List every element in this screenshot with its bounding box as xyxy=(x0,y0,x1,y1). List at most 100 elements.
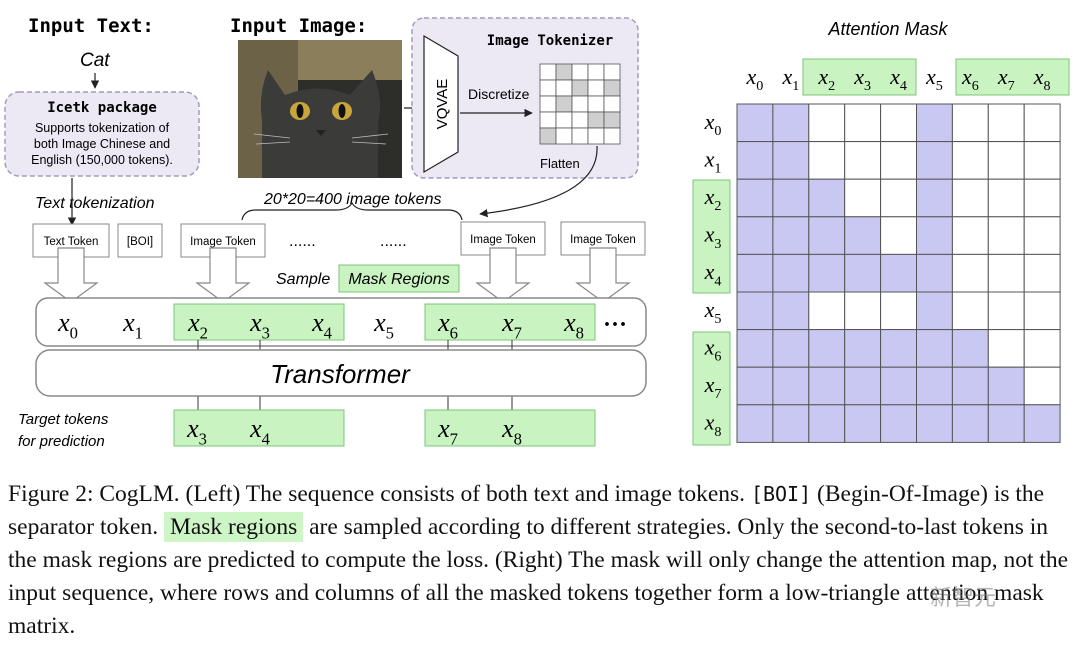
target-token: x3 xyxy=(186,414,207,448)
tokenizer-cell xyxy=(539,63,557,81)
token-box-label: Image Token xyxy=(470,234,536,246)
mask-cell xyxy=(880,216,917,255)
mask-cell xyxy=(951,291,989,331)
token-base: x xyxy=(925,64,936,89)
tokenizer-cell xyxy=(555,111,573,129)
mask-cell xyxy=(987,404,1025,443)
mask-cell xyxy=(1023,141,1061,180)
mask-cell xyxy=(772,103,810,143)
mask-region-2 xyxy=(424,303,596,341)
mask-cell xyxy=(772,141,810,180)
icetk-line-1: Supports tokenization of xyxy=(35,121,170,135)
token-base: x xyxy=(437,308,450,337)
sequence-token: x0 xyxy=(57,308,78,342)
row-label: x3 xyxy=(704,222,722,252)
mask-cell xyxy=(916,103,953,143)
vqvae-label: VQVAE xyxy=(434,79,451,130)
attention-mask-grid xyxy=(736,103,1061,443)
token-base: x xyxy=(746,64,757,89)
token-subscript: 7 xyxy=(450,429,458,448)
mask-cell xyxy=(1023,404,1061,443)
image-tokenizer-title: Image Tokenizer xyxy=(487,33,613,49)
mask-cell xyxy=(987,216,1025,255)
mask-cell xyxy=(844,366,882,406)
token-subscript: 2 xyxy=(828,78,835,94)
token-box-boi: [BOI] xyxy=(117,223,163,258)
tokenizer-cell xyxy=(539,95,557,113)
mask-cell xyxy=(916,366,953,406)
tokenizer-cell xyxy=(555,95,573,113)
target-label-line-1: Target tokens xyxy=(18,411,109,428)
target-label-line-2: for prediction xyxy=(18,433,105,450)
caption-highlight: Mask regions xyxy=(163,512,304,542)
token-subscript: 8 xyxy=(1044,78,1051,94)
mask-cell xyxy=(880,366,917,406)
flatten-label: Flatten xyxy=(540,156,580,171)
token-subscript: 5 xyxy=(386,323,394,342)
discrete-token-grid xyxy=(539,63,621,145)
col-mask-group-2 xyxy=(955,58,1070,96)
token-base: x xyxy=(1033,64,1044,89)
dots-1: ...... xyxy=(289,233,316,250)
mask-region-1 xyxy=(173,303,345,341)
mask-cell xyxy=(844,216,882,255)
mask-cell xyxy=(772,178,810,218)
mask-cell xyxy=(808,404,846,443)
tokenizer-cell xyxy=(603,111,621,129)
column-label: x8 xyxy=(1033,64,1051,94)
token-base: x xyxy=(704,297,715,322)
tokenizer-cell xyxy=(571,111,589,129)
tokenizer-cell xyxy=(587,127,605,145)
target-token: x4 xyxy=(249,414,271,448)
token-subscript: 4 xyxy=(324,323,333,342)
token-base: x xyxy=(122,308,135,337)
row-mask-group-1 xyxy=(692,179,731,294)
mask-cell xyxy=(951,329,989,368)
token-subscript: 4 xyxy=(262,429,271,448)
col-mask-group-1 xyxy=(802,58,917,96)
sample-label: Sample xyxy=(276,271,330,288)
mask-cell xyxy=(951,103,989,143)
mask-cell xyxy=(916,178,953,218)
token-subscript: 6 xyxy=(450,323,458,342)
token-base: x xyxy=(563,308,576,337)
mask-cell xyxy=(1023,291,1061,331)
token-base: x xyxy=(704,259,715,284)
mask-cell xyxy=(808,141,846,180)
sequence-token: x4 xyxy=(311,308,333,342)
mask-cell xyxy=(987,366,1025,406)
mask-cell xyxy=(736,103,774,143)
mask-cell xyxy=(951,253,989,293)
mask-cell xyxy=(808,178,846,218)
target-token: x7 xyxy=(437,414,458,448)
mask-cell xyxy=(844,103,882,143)
sequence-token: x6 xyxy=(437,308,458,342)
icetk-title: Icetk package xyxy=(47,100,157,116)
token-subscript: 3 xyxy=(714,236,721,252)
sequence-token: x1 xyxy=(122,308,143,342)
tokenizer-cell xyxy=(571,95,589,113)
row-label: x5 xyxy=(704,297,722,327)
mask-cell xyxy=(880,404,917,443)
tokenizer-cell xyxy=(603,127,621,145)
column-label: x4 xyxy=(889,64,907,94)
tokenizer-cell xyxy=(555,79,573,97)
mask-cell xyxy=(808,291,846,331)
token-subscript: 6 xyxy=(972,78,979,94)
column-label: x2 xyxy=(817,64,835,94)
sequence-token: x7 xyxy=(501,308,522,342)
mask-cell xyxy=(736,329,774,368)
tokenizer-cell xyxy=(555,127,573,145)
tokenizer-cell xyxy=(587,95,605,113)
tokenizer-cell xyxy=(555,63,573,81)
cogLM-diagram: Input Text: Cat Icetk package Supports t… xyxy=(4,15,1070,450)
column-label: x7 xyxy=(997,64,1015,94)
input-text-title: Input Text: xyxy=(28,15,154,37)
caption-code: [BOI] xyxy=(750,482,812,506)
input-image-title: Input Image: xyxy=(230,15,367,37)
mask-cell xyxy=(772,366,810,406)
token-subscript: 2 xyxy=(714,198,721,214)
mask-cell xyxy=(736,366,774,406)
mask-cell xyxy=(880,103,917,143)
